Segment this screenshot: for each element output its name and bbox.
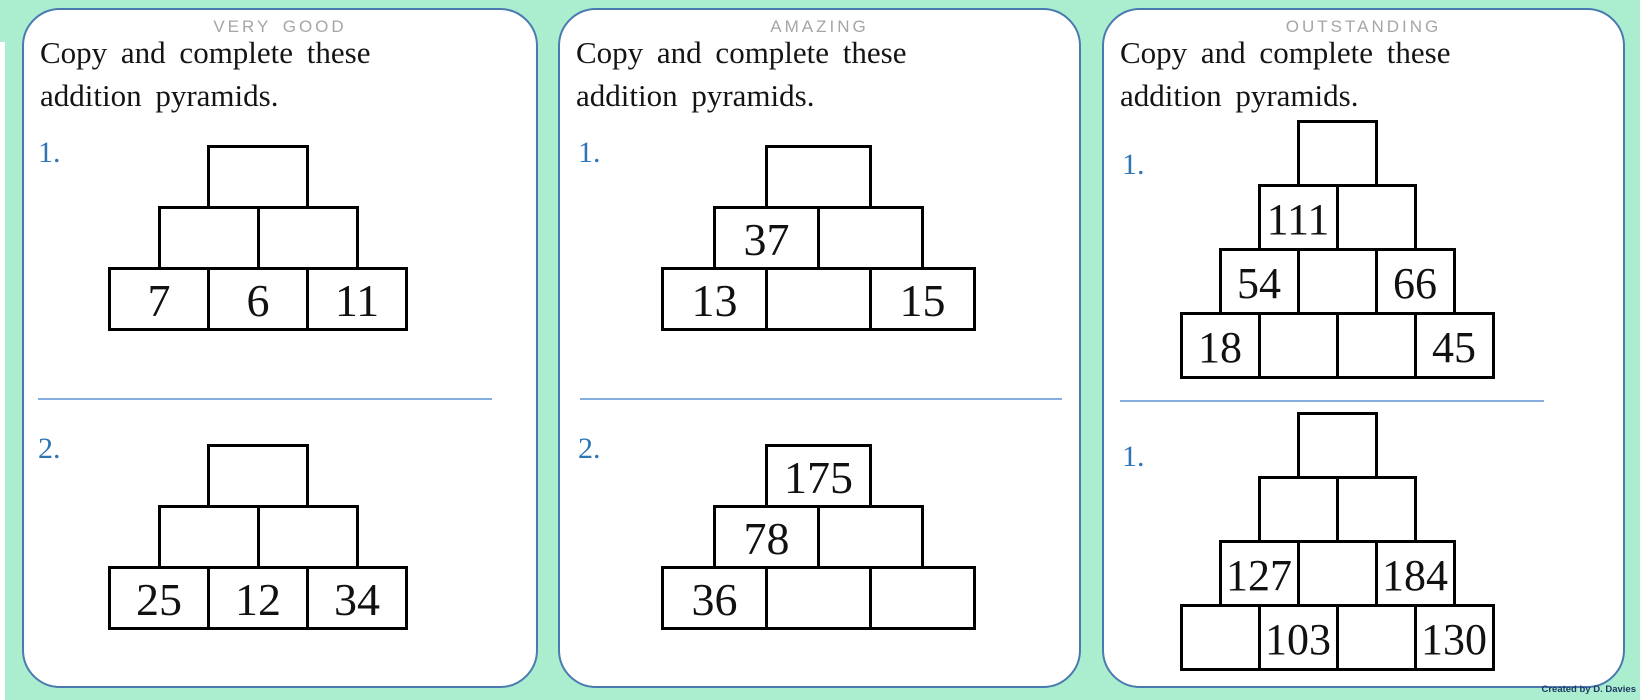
pyramid-cell-empty (256, 206, 359, 270)
pyramid-row (658, 145, 979, 209)
pyramid-cell-empty (157, 505, 260, 569)
exercise-number: 2. (38, 432, 61, 465)
pyramid-cell-empty (1296, 120, 1378, 187)
pyramid-cell-empty (1335, 184, 1417, 251)
pyramid-cell-filled: 12 (207, 566, 309, 630)
pyramid-row (1175, 120, 1499, 187)
pyramid-row: 36 (658, 566, 979, 630)
pyramid-cell-filled: 66 (1374, 248, 1456, 315)
panel-amazing: AMAZING Copy and complete these addition… (558, 8, 1081, 688)
addition-pyramid: 127 184 103 130 (1175, 412, 1499, 671)
pyramid-cell-filled: 25 (108, 566, 210, 630)
pyramid-cell-empty (765, 566, 872, 630)
pyramid-cell-empty (1335, 604, 1417, 671)
pyramid-cell-filled: 11 (306, 267, 408, 331)
pyramid-cell-empty (1257, 312, 1339, 379)
pyramid-cell-filled: 13 (661, 267, 768, 331)
pyramid-cell-empty (256, 505, 359, 569)
pyramid-cell-filled: 37 (713, 206, 820, 270)
pyramid-cell-filled: 130 (1413, 604, 1495, 671)
pyramid-cell-filled: 45 (1413, 312, 1495, 379)
pyramid-cell-empty (765, 267, 872, 331)
pyramid-cell-empty (765, 145, 872, 209)
pyramid-cell-filled: 175 (765, 444, 872, 508)
pyramid-row: 111 (1175, 184, 1499, 251)
pyramid-cell-empty (1335, 476, 1417, 543)
pyramid-cell-filled: 7 (108, 267, 210, 331)
pyramid-cell-empty (817, 206, 924, 270)
pyramid-row (1175, 412, 1499, 479)
pyramid-cell-filled: 111 (1257, 184, 1339, 251)
pyramid-cell-empty (1335, 312, 1417, 379)
divider-line (38, 398, 492, 400)
left-edge-strip (0, 42, 5, 700)
instruction-text: Copy and complete these addition pyramid… (576, 35, 907, 113)
pyramid-cell-empty (207, 444, 309, 508)
pyramid-cell-filled: 6 (207, 267, 309, 331)
pyramid-row: 37 (658, 206, 979, 270)
pyramid-cell-empty (207, 145, 309, 209)
pyramid-row: 13 15 (658, 267, 979, 331)
pyramid-cell-filled: 18 (1179, 312, 1261, 379)
divider-line (580, 398, 1062, 400)
exercise-number: 2. (578, 432, 601, 465)
pyramid-row: 103 130 (1175, 604, 1499, 671)
pyramid-row (1175, 476, 1499, 543)
panel-very-good: VERY GOOD Copy and complete these additi… (22, 8, 538, 688)
pyramid-cell-empty (157, 206, 260, 270)
pyramid-cell-filled: 127 (1218, 540, 1300, 607)
pyramid-row: 175 (658, 444, 979, 508)
pyramid-cell-filled: 184 (1374, 540, 1456, 607)
panel-title: VERY GOOD (213, 17, 347, 36)
exercise-number: 1. (1122, 148, 1145, 181)
pyramid-cell-empty (1296, 412, 1378, 479)
pyramid-cell-filled: 103 (1257, 604, 1339, 671)
panel-outstanding: OUTSTANDING Copy and complete these addi… (1102, 8, 1625, 688)
divider-line (1120, 400, 1544, 402)
instruction-text: Copy and complete these addition pyramid… (1120, 35, 1451, 113)
pyramid-cell-filled: 34 (306, 566, 408, 630)
exercise-number: 1. (1122, 440, 1145, 473)
instruction-text: Copy and complete these addition pyramid… (40, 35, 371, 113)
pyramid-row: 127 184 (1175, 540, 1499, 607)
panel-title: OUTSTANDING (1285, 17, 1442, 36)
pyramid-cell-empty (817, 505, 924, 569)
pyramid-row (105, 145, 411, 209)
pyramid-cell-filled: 36 (661, 566, 768, 630)
credit-text: Created by D. Davies (1541, 684, 1636, 695)
pyramid-cell-empty (1296, 248, 1378, 315)
pyramid-row (105, 444, 411, 508)
exercise-number: 1. (578, 136, 601, 169)
exercise-number: 1. (38, 136, 61, 169)
pyramid-row (105, 206, 411, 270)
pyramid-row: 54 66 (1175, 248, 1499, 315)
pyramid-cell-filled: 78 (713, 505, 820, 569)
pyramid-cell-empty (1179, 604, 1261, 671)
pyramid-cell-empty (1296, 540, 1378, 607)
panel-title: AMAZING (770, 17, 869, 36)
pyramid-cell-filled: 15 (869, 267, 976, 331)
pyramid-row (105, 505, 411, 569)
pyramid-cell-empty (1257, 476, 1339, 543)
pyramid-row: 78 (658, 505, 979, 569)
pyramid-cell-empty (869, 566, 976, 630)
pyramid-cell-filled: 54 (1218, 248, 1300, 315)
